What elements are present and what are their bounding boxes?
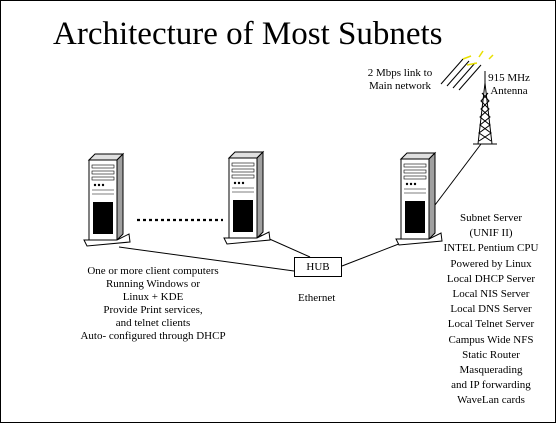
clients-description: One or more client computers Running Win… (53, 265, 253, 343)
clients-description-line: One or more client computers (87, 265, 219, 277)
uplink-label-line: 2 Mbps link to (367, 67, 433, 79)
antenna-mast-icon (473, 71, 497, 145)
uplink-label: 2 Mbps link to Main network (361, 67, 439, 93)
server-description-line: (UNIF II) (469, 227, 513, 240)
clients-description-line: Provide Print services, (103, 304, 203, 316)
clients-description-line: Running Windows or (105, 278, 201, 290)
uplink-label-line: Main network (368, 80, 431, 92)
server-description-line: Local NIS Server (452, 288, 530, 301)
client-computer-1-icon (83, 153, 131, 247)
clients-description-line: Auto- configured through DHCP (80, 330, 226, 342)
server-description-line: Campus Wide NFS (448, 333, 534, 346)
server-description-line: WaveLan cards (457, 394, 525, 407)
server-description-line: Local DNS Server (450, 303, 532, 316)
server-description-line: Local Telnet Server (447, 318, 535, 331)
hub-server-link (341, 239, 410, 267)
server-description-line: Subnet Server (459, 212, 522, 224)
server-description-line: INTEL Pentium CPU (443, 242, 539, 255)
ethernet-label: Ethernet (298, 292, 336, 304)
server-description-line: Masquerading (459, 364, 523, 377)
clients-description-line: Linux + KDE (122, 291, 184, 303)
antenna-label-line: Antenna (490, 85, 528, 97)
server-antenna-link (434, 143, 482, 206)
server-description-line: and IP forwarding (451, 379, 531, 392)
slide-title: Architecture of Most Subnets (53, 16, 443, 52)
antenna-label-line: 915 MHz (488, 72, 530, 84)
server-description-line: Static Router (462, 348, 520, 361)
client1-hub-link (118, 246, 295, 272)
signal-waves-icon (440, 50, 494, 91)
clients-description-line: and telnet clients (115, 317, 191, 329)
client-computer-2-icon (223, 151, 271, 245)
server-description: Subnet Server (UNIF II) INTEL Pentium CP… (431, 211, 551, 409)
hub-box: HUB (294, 257, 342, 277)
antenna-label: 915 MHz Antenna (481, 72, 537, 98)
server-description-line: Powered by Linux (450, 257, 532, 270)
server-description-line: Local DHCP Server (446, 272, 536, 285)
